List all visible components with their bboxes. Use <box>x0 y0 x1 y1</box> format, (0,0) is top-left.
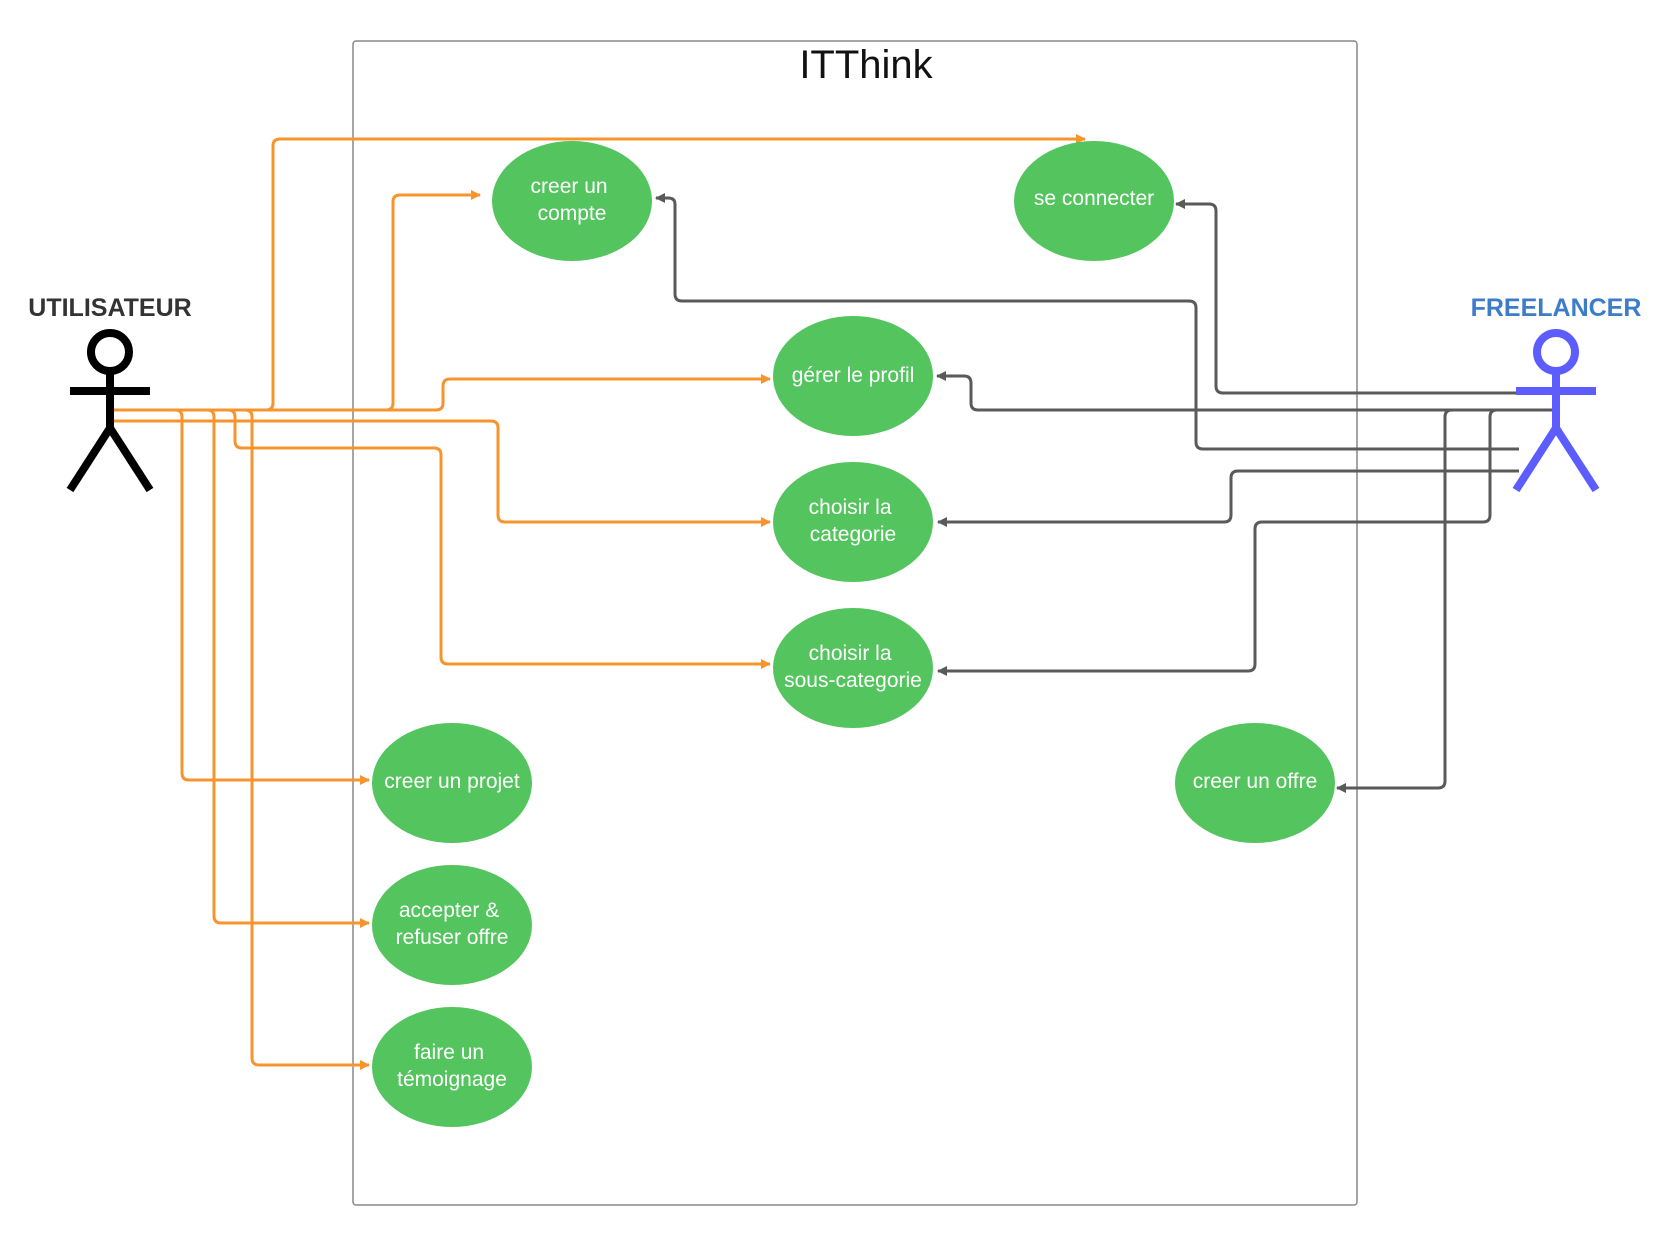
svg-text:se connecter: se connecter <box>1034 187 1154 210</box>
link-freelancer-se-connecter <box>1175 199 1519 395</box>
use-case-choisir-sous-categorie[interactable]: choisir la sous-categorie <box>773 608 933 728</box>
use-case-choisir-categorie[interactable]: choisir la categorie <box>773 462 933 582</box>
link-freelancer-creer-offre <box>1336 408 1554 793</box>
link-freelancer-gerer-profil <box>936 371 1554 412</box>
use-case-label: choisir la <box>809 496 892 519</box>
link-freelancer-choisir-sous-categorie <box>937 408 1554 676</box>
use-case-creer-offre[interactable]: creer un offre <box>1175 723 1335 843</box>
link-freelancer-creer-compte <box>655 193 1519 451</box>
link-user-gerer-profil <box>112 374 771 412</box>
svg-text:creer un offre: creer un offre <box>1193 770 1318 793</box>
link-freelancer-choisir-categorie <box>937 469 1519 527</box>
use-case-accepter-refuser[interactable]: accepter & refuser offre <box>372 865 532 985</box>
use-case-creer-projet[interactable]: creer un projet <box>372 723 532 843</box>
link-user-temoignage <box>112 408 370 1070</box>
link-user-creer-projet <box>112 408 370 785</box>
use-case-label: creer un <box>531 175 608 198</box>
svg-text:gérer le profil: gérer le profil <box>792 364 915 387</box>
use-case-label: creer un projet <box>384 770 520 793</box>
use-case-temoignage[interactable]: faire un témoignage <box>372 1007 532 1127</box>
stick-figure-icon <box>66 329 154 493</box>
stick-figure-icon <box>1512 329 1600 493</box>
system-boundary <box>352 40 1358 1206</box>
actor-utilisateur[interactable]: UTILISATEUR <box>28 294 192 493</box>
use-case-label: faire un <box>414 1041 484 1064</box>
use-case-label: gérer le profil <box>792 364 915 387</box>
link-user-choisir-categorie <box>112 419 771 527</box>
use-case-label: compte <box>538 202 607 225</box>
freelancer-links <box>655 193 1554 793</box>
use-case-gerer-profil[interactable]: gérer le profil <box>773 316 933 436</box>
use-case-label: accepter & <box>399 899 499 922</box>
svg-text:choisir la categorie: choisir la categorie <box>809 496 898 546</box>
use-case-label: creer un offre <box>1193 770 1318 793</box>
system-title: ITThink <box>799 43 933 87</box>
actor-freelancer-label: FREELANCER <box>1471 294 1642 322</box>
use-case-label: categorie <box>810 523 896 546</box>
actor-utilisateur-label: UTILISATEUR <box>28 294 191 322</box>
link-user-choisir-sous-categorie <box>112 408 771 669</box>
svg-text:choisir la sous-categori: choisir la sous-categorie <box>784 642 922 692</box>
use-case-se-connecter[interactable]: se connecter <box>1014 141 1174 261</box>
user-links <box>112 134 1086 1070</box>
svg-text:faire un témoignage: faire un témoignage <box>397 1041 507 1091</box>
use-case-label: choisir la <box>809 642 892 665</box>
use-case-label: se connecter <box>1034 187 1154 210</box>
svg-text:creer un projet: creer un projet <box>384 770 520 793</box>
use-case-label: refuser offre <box>396 926 509 949</box>
svg-text:creer un compte: creer un compte <box>531 175 614 225</box>
use-case-creer-compte[interactable]: creer un compte <box>492 141 652 261</box>
svg-text:accepter & refuser offre: accepter & refuser offre <box>396 899 509 949</box>
use-case-label: témoignage <box>397 1068 507 1091</box>
actor-freelancer[interactable]: FREELANCER <box>1471 294 1642 493</box>
use-case-label: sous-categorie <box>784 669 922 692</box>
